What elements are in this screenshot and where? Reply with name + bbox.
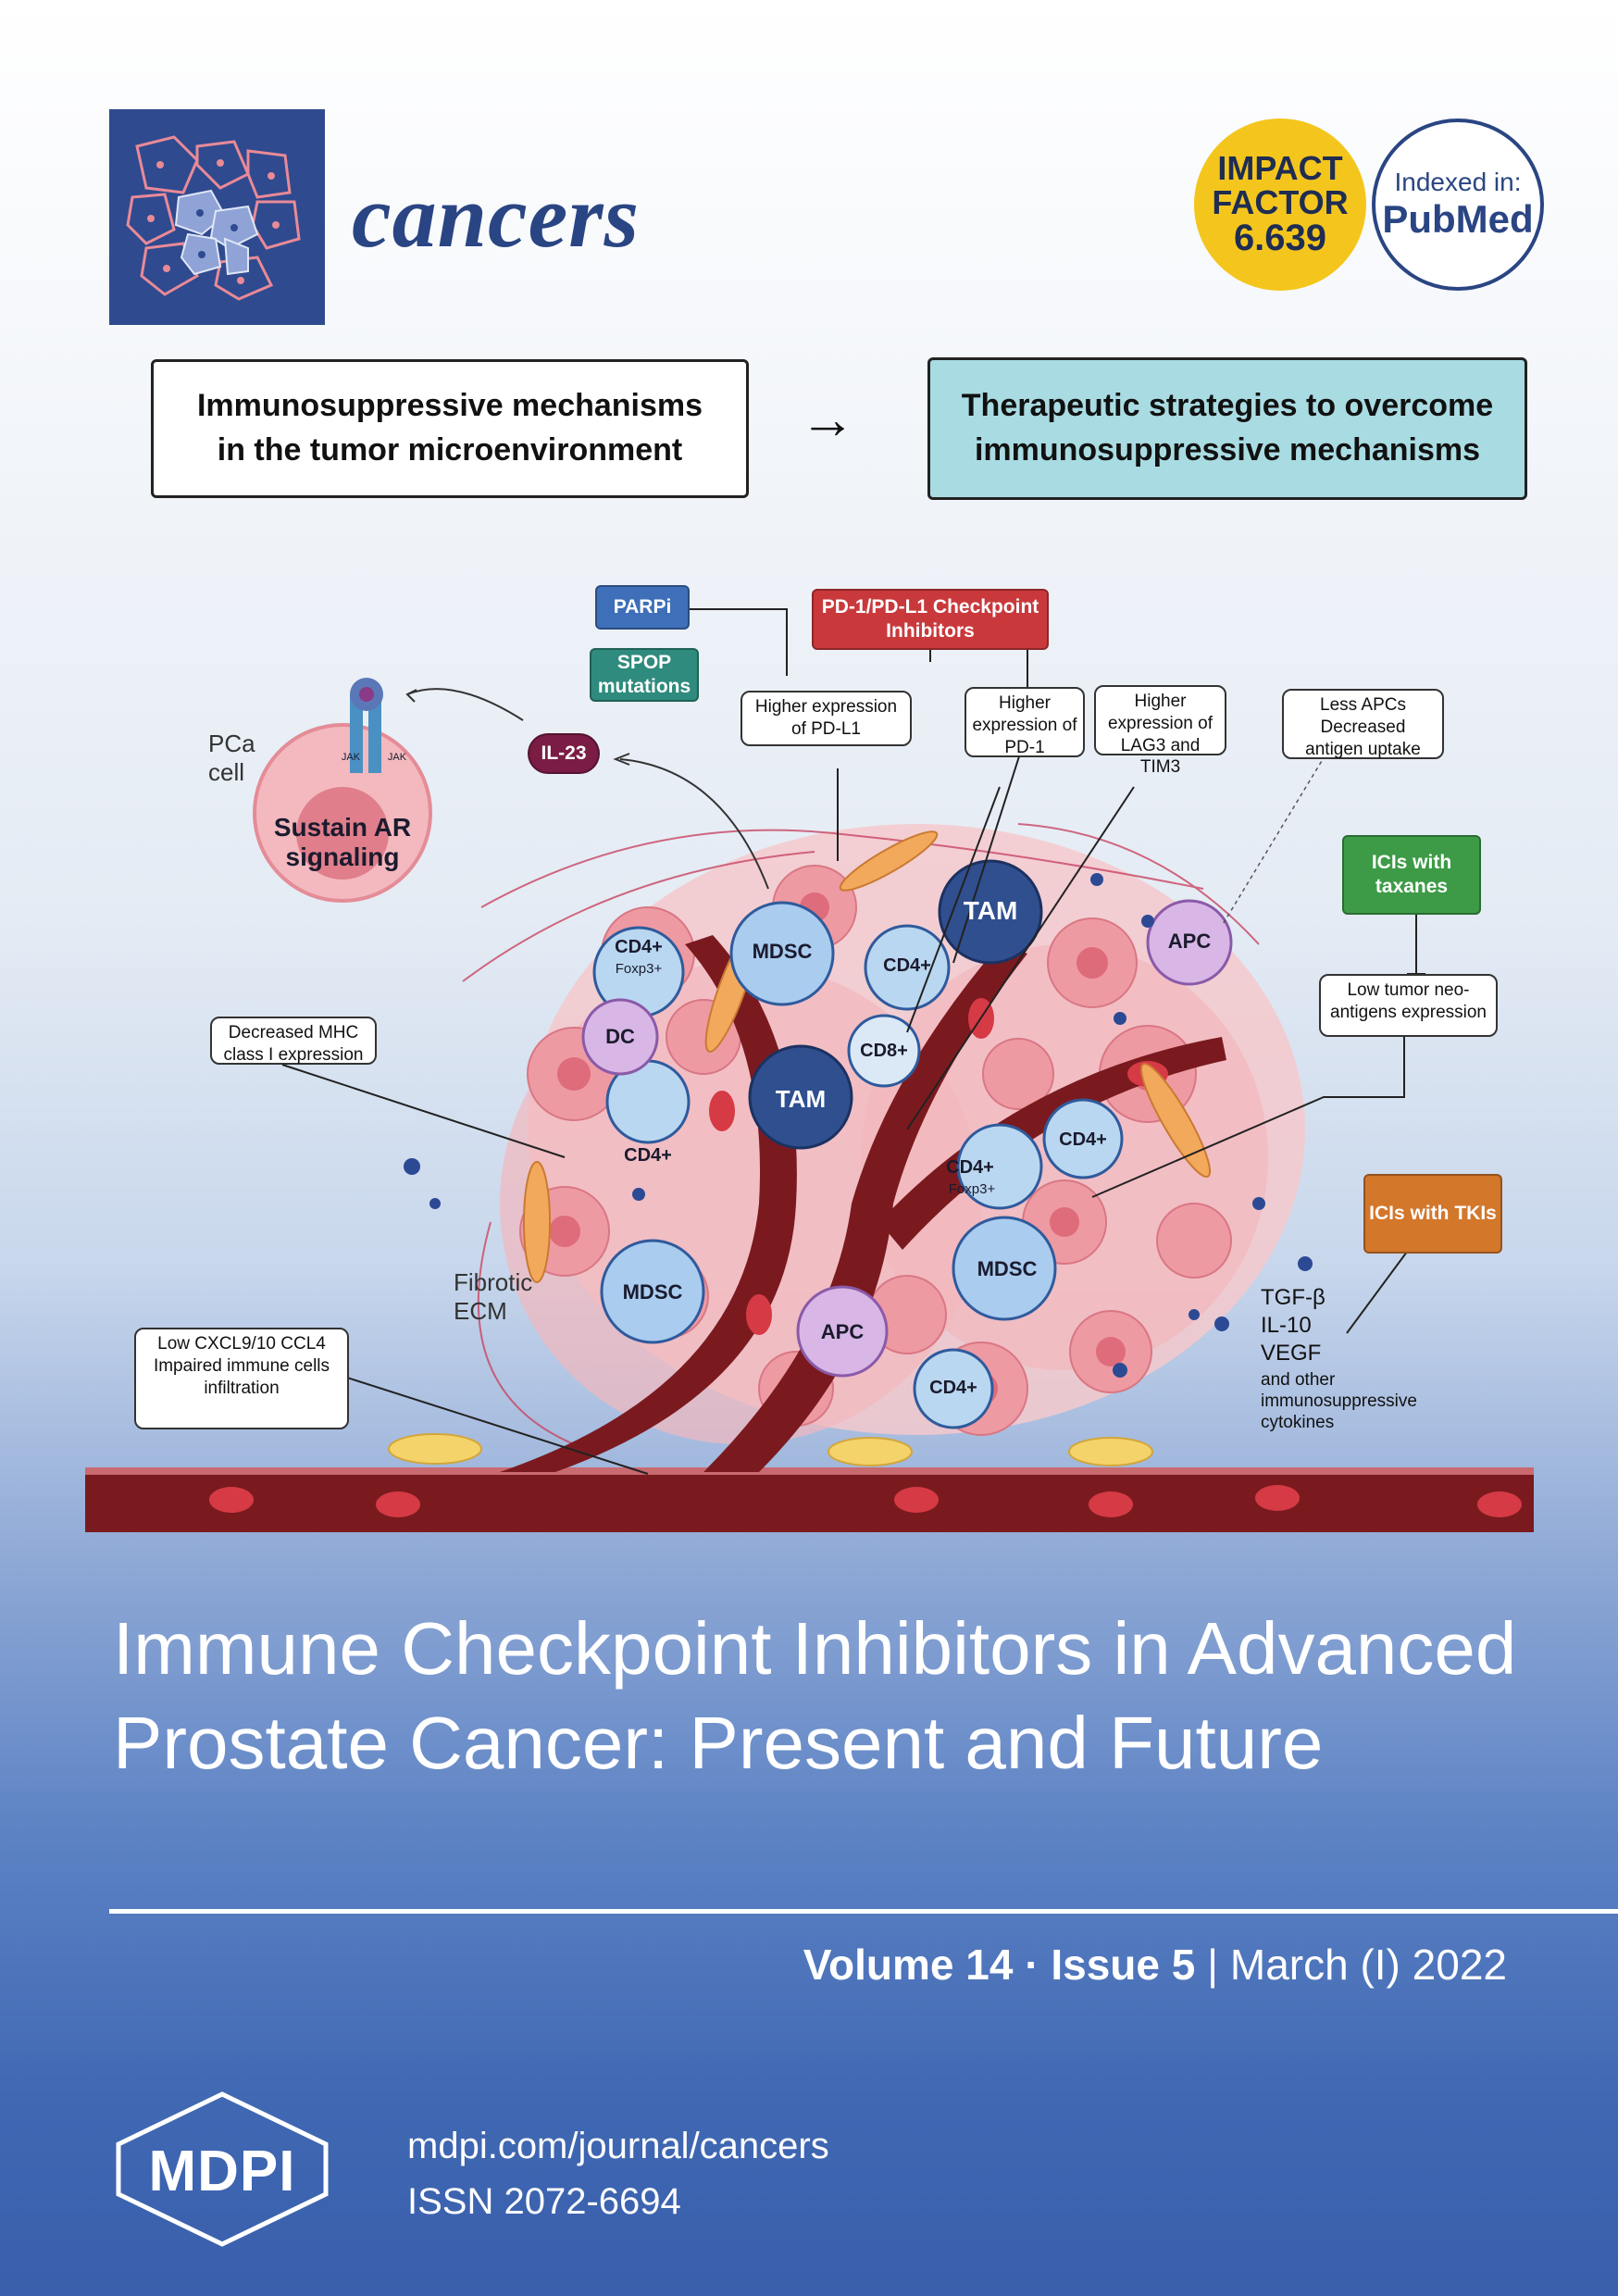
impact-label: IMPACT bbox=[1217, 148, 1343, 187]
mechanisms-line1: Immunosuppressive mechanisms bbox=[196, 388, 703, 424]
mdsc-cell-label-2: MDSC bbox=[977, 1257, 1038, 1280]
pubmed-label: PubMed bbox=[1382, 197, 1534, 241]
parpi-box: PARPi bbox=[595, 585, 690, 630]
cd4-cell-label-2: CD4+ bbox=[624, 1145, 672, 1166]
article-title: Immune Checkpoint Inhibitors in Advanced… bbox=[113, 1607, 1517, 1785]
pd1-expression-label: Higher expression of PD-1 bbox=[965, 687, 1085, 757]
tam-cell-label-1: TAM bbox=[963, 896, 1018, 925]
cd8-cell-label: CD8+ bbox=[860, 1041, 908, 1061]
hexagon-icon bbox=[116, 2091, 329, 2247]
impact-factor-value: 6.639 bbox=[1233, 218, 1327, 259]
tumor-microenvironment-illustration: PARPi SPOP mutations PD-1/PD-L1 Checkpoi… bbox=[0, 555, 1618, 1574]
mdsc-cell-label-3: MDSC bbox=[622, 1280, 683, 1304]
mdsc-cell-label-1: MDSC bbox=[752, 940, 813, 963]
apc-cell-label-2: APC bbox=[820, 1320, 865, 1343]
journal-url[interactable]: mdpi.com/journal/cancers bbox=[407, 2126, 829, 2166]
pca-cell-label: PCa cell bbox=[208, 730, 255, 787]
strategies-box: Therapeutic strategies to overcome immun… bbox=[927, 357, 1527, 500]
sustain-ar-label: Sustain AR signaling bbox=[273, 813, 412, 872]
mechanisms-line2: in the tumor microenvironment bbox=[217, 432, 683, 468]
icis-tkis-box: ICIs with TKIs bbox=[1363, 1174, 1502, 1254]
issue-info: Volume 14 · Issue 5 | March (I) 2022 bbox=[0, 1940, 1507, 1990]
issn-label: ISSN 2072-6694 bbox=[407, 2181, 681, 2222]
impact-factor-badge: IMPACT FACTOR 6.639 bbox=[1194, 119, 1366, 291]
fibrotic-ecm-label: Fibrotic ECM bbox=[454, 1268, 533, 1326]
issue-separator: · bbox=[1013, 1940, 1052, 1989]
journal-logo bbox=[109, 109, 325, 325]
icis-taxanes-box: ICIs with taxanes bbox=[1342, 835, 1481, 915]
cd4-foxp3-cell-label-2: CD4+ bbox=[946, 1157, 994, 1178]
right-arrow-icon: → bbox=[800, 388, 855, 450]
low-neoantigens-label: Low tumor neo-antigens expression bbox=[1319, 974, 1498, 1037]
tam-cell-label-2: TAM bbox=[775, 1085, 827, 1113]
strategies-line1: Therapeutic strategies to overcome bbox=[961, 388, 1494, 424]
other-cytokines-label: and other immunosuppressive cytokines bbox=[1261, 1370, 1417, 1432]
dc-cell-label: DC bbox=[605, 1025, 635, 1048]
cd4-cell-label-1: CD4+ bbox=[883, 955, 931, 976]
jak-label-2: JAK bbox=[387, 752, 407, 763]
pd1-checkpoint-inhibitors-box: PD-1/PD-L1 Checkpoint Inhibitors bbox=[812, 589, 1049, 650]
journal-name: cancers bbox=[352, 167, 640, 266]
lag3-tim3-label: Higher expression of LAG3 and TIM3 bbox=[1094, 685, 1226, 777]
decreased-mhc-label: Decreased MHC class I expression bbox=[210, 1017, 377, 1065]
spop-mutations-box: SPOP mutations bbox=[590, 648, 699, 702]
low-cxcl-label: Low CXCL9/10 CCL4 Impaired immune cells … bbox=[134, 1328, 349, 1429]
strategies-line2: immunosuppressive mechanisms bbox=[974, 432, 1481, 468]
cd4-cell-label-4: CD4+ bbox=[929, 1378, 977, 1398]
issue-label: Issue 5 bbox=[1051, 1940, 1196, 1989]
illustration-graphics bbox=[85, 608, 1534, 1532]
issue-date: March (I) 2022 bbox=[1229, 1940, 1507, 1989]
cd4-cell-label-3: CD4+ bbox=[1059, 1129, 1107, 1150]
il10-label: IL-10 bbox=[1261, 1313, 1312, 1338]
jak-label-1: JAK bbox=[341, 752, 361, 763]
volume-label: Volume 14 bbox=[803, 1940, 1014, 1989]
mdpi-logo-text: MDPI bbox=[148, 2140, 296, 2203]
foxp3-label-1: Foxp3+ bbox=[615, 961, 663, 977]
title-divider bbox=[109, 1909, 1618, 1914]
publisher-info: mdpi.com/journal/cancers ISSN 2072-6694 bbox=[407, 2118, 829, 2229]
il23-badge: IL-23 bbox=[528, 733, 600, 774]
apc-cell-label-1: APC bbox=[1167, 930, 1212, 953]
mechanisms-box: Immunosuppressive mechanisms in the tumo… bbox=[151, 359, 749, 498]
vegf-label: VEGF bbox=[1261, 1341, 1322, 1366]
date-separator: | bbox=[1195, 1940, 1230, 1989]
factor-label: FACTOR bbox=[1212, 182, 1349, 221]
tgf-beta-label: TGF-β bbox=[1261, 1285, 1326, 1310]
foxp3-label-2: Foxp3+ bbox=[948, 1181, 996, 1197]
pdl1-expression-label: Higher expression of PD-L1 bbox=[741, 691, 912, 746]
cd4-foxp3-cell-label-1: CD4+ bbox=[615, 937, 663, 957]
indexed-label: Indexed in: bbox=[1394, 168, 1522, 196]
mdpi-logo: MDPI bbox=[109, 2090, 335, 2248]
cells-logo-icon bbox=[126, 135, 301, 301]
less-apcs-label: Less APCs Decreased antigen uptake bbox=[1282, 689, 1444, 759]
pubmed-badge: Indexed in: PubMed bbox=[1372, 119, 1544, 291]
